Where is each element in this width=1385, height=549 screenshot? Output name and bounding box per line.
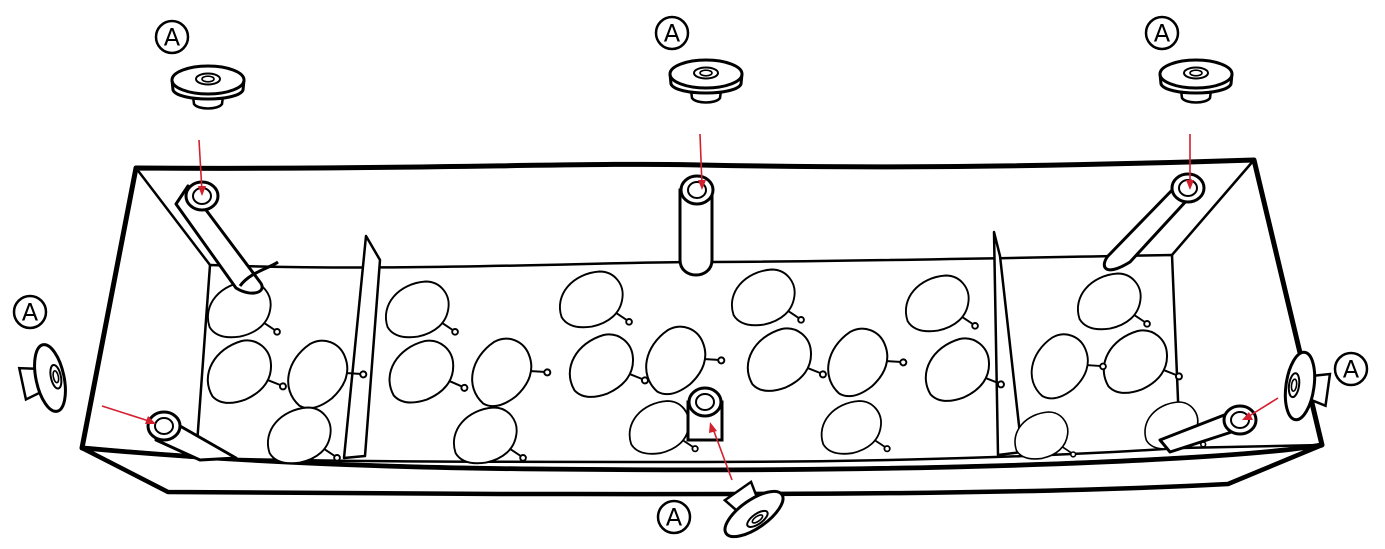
planter-box [79,157,1325,497]
callout-top-center: A [654,15,690,51]
foot-left [14,340,73,419]
insertion-arrows [101,133,1279,481]
foot-top-center [668,58,744,104]
post-bottom-left [146,410,238,462]
svg-text:A: A [666,504,683,532]
divider-left [342,234,382,460]
arrow-top-left [198,139,206,196]
post-top-left [174,180,279,295]
arrow-left [101,405,156,424]
callout-labels: A A A A A A [12,15,1369,535]
foot-top-right [1158,58,1234,104]
post-top-right [1102,172,1206,272]
svg-text:A: A [1154,20,1171,48]
callout-right: A [1333,351,1369,387]
callout-top-right: A [1144,15,1180,51]
svg-text:A: A [1343,356,1360,384]
svg-text:A: A [22,299,39,327]
arrow-bottom [709,422,733,481]
arrow-top-right [1186,134,1194,190]
post-top-center [678,174,715,277]
callout-left: A [12,294,48,330]
arrow-top-center [698,133,706,190]
planter-left-wall [81,167,211,460]
arrow-right [1242,397,1279,420]
post-bottom-center [686,386,724,442]
callout-top-left: A [154,19,190,55]
post-bottom-right [1158,404,1258,454]
svg-text:A: A [664,20,681,48]
callout-bottom: A [656,499,692,535]
svg-text:A: A [164,24,181,52]
foot-top-left [170,64,246,110]
